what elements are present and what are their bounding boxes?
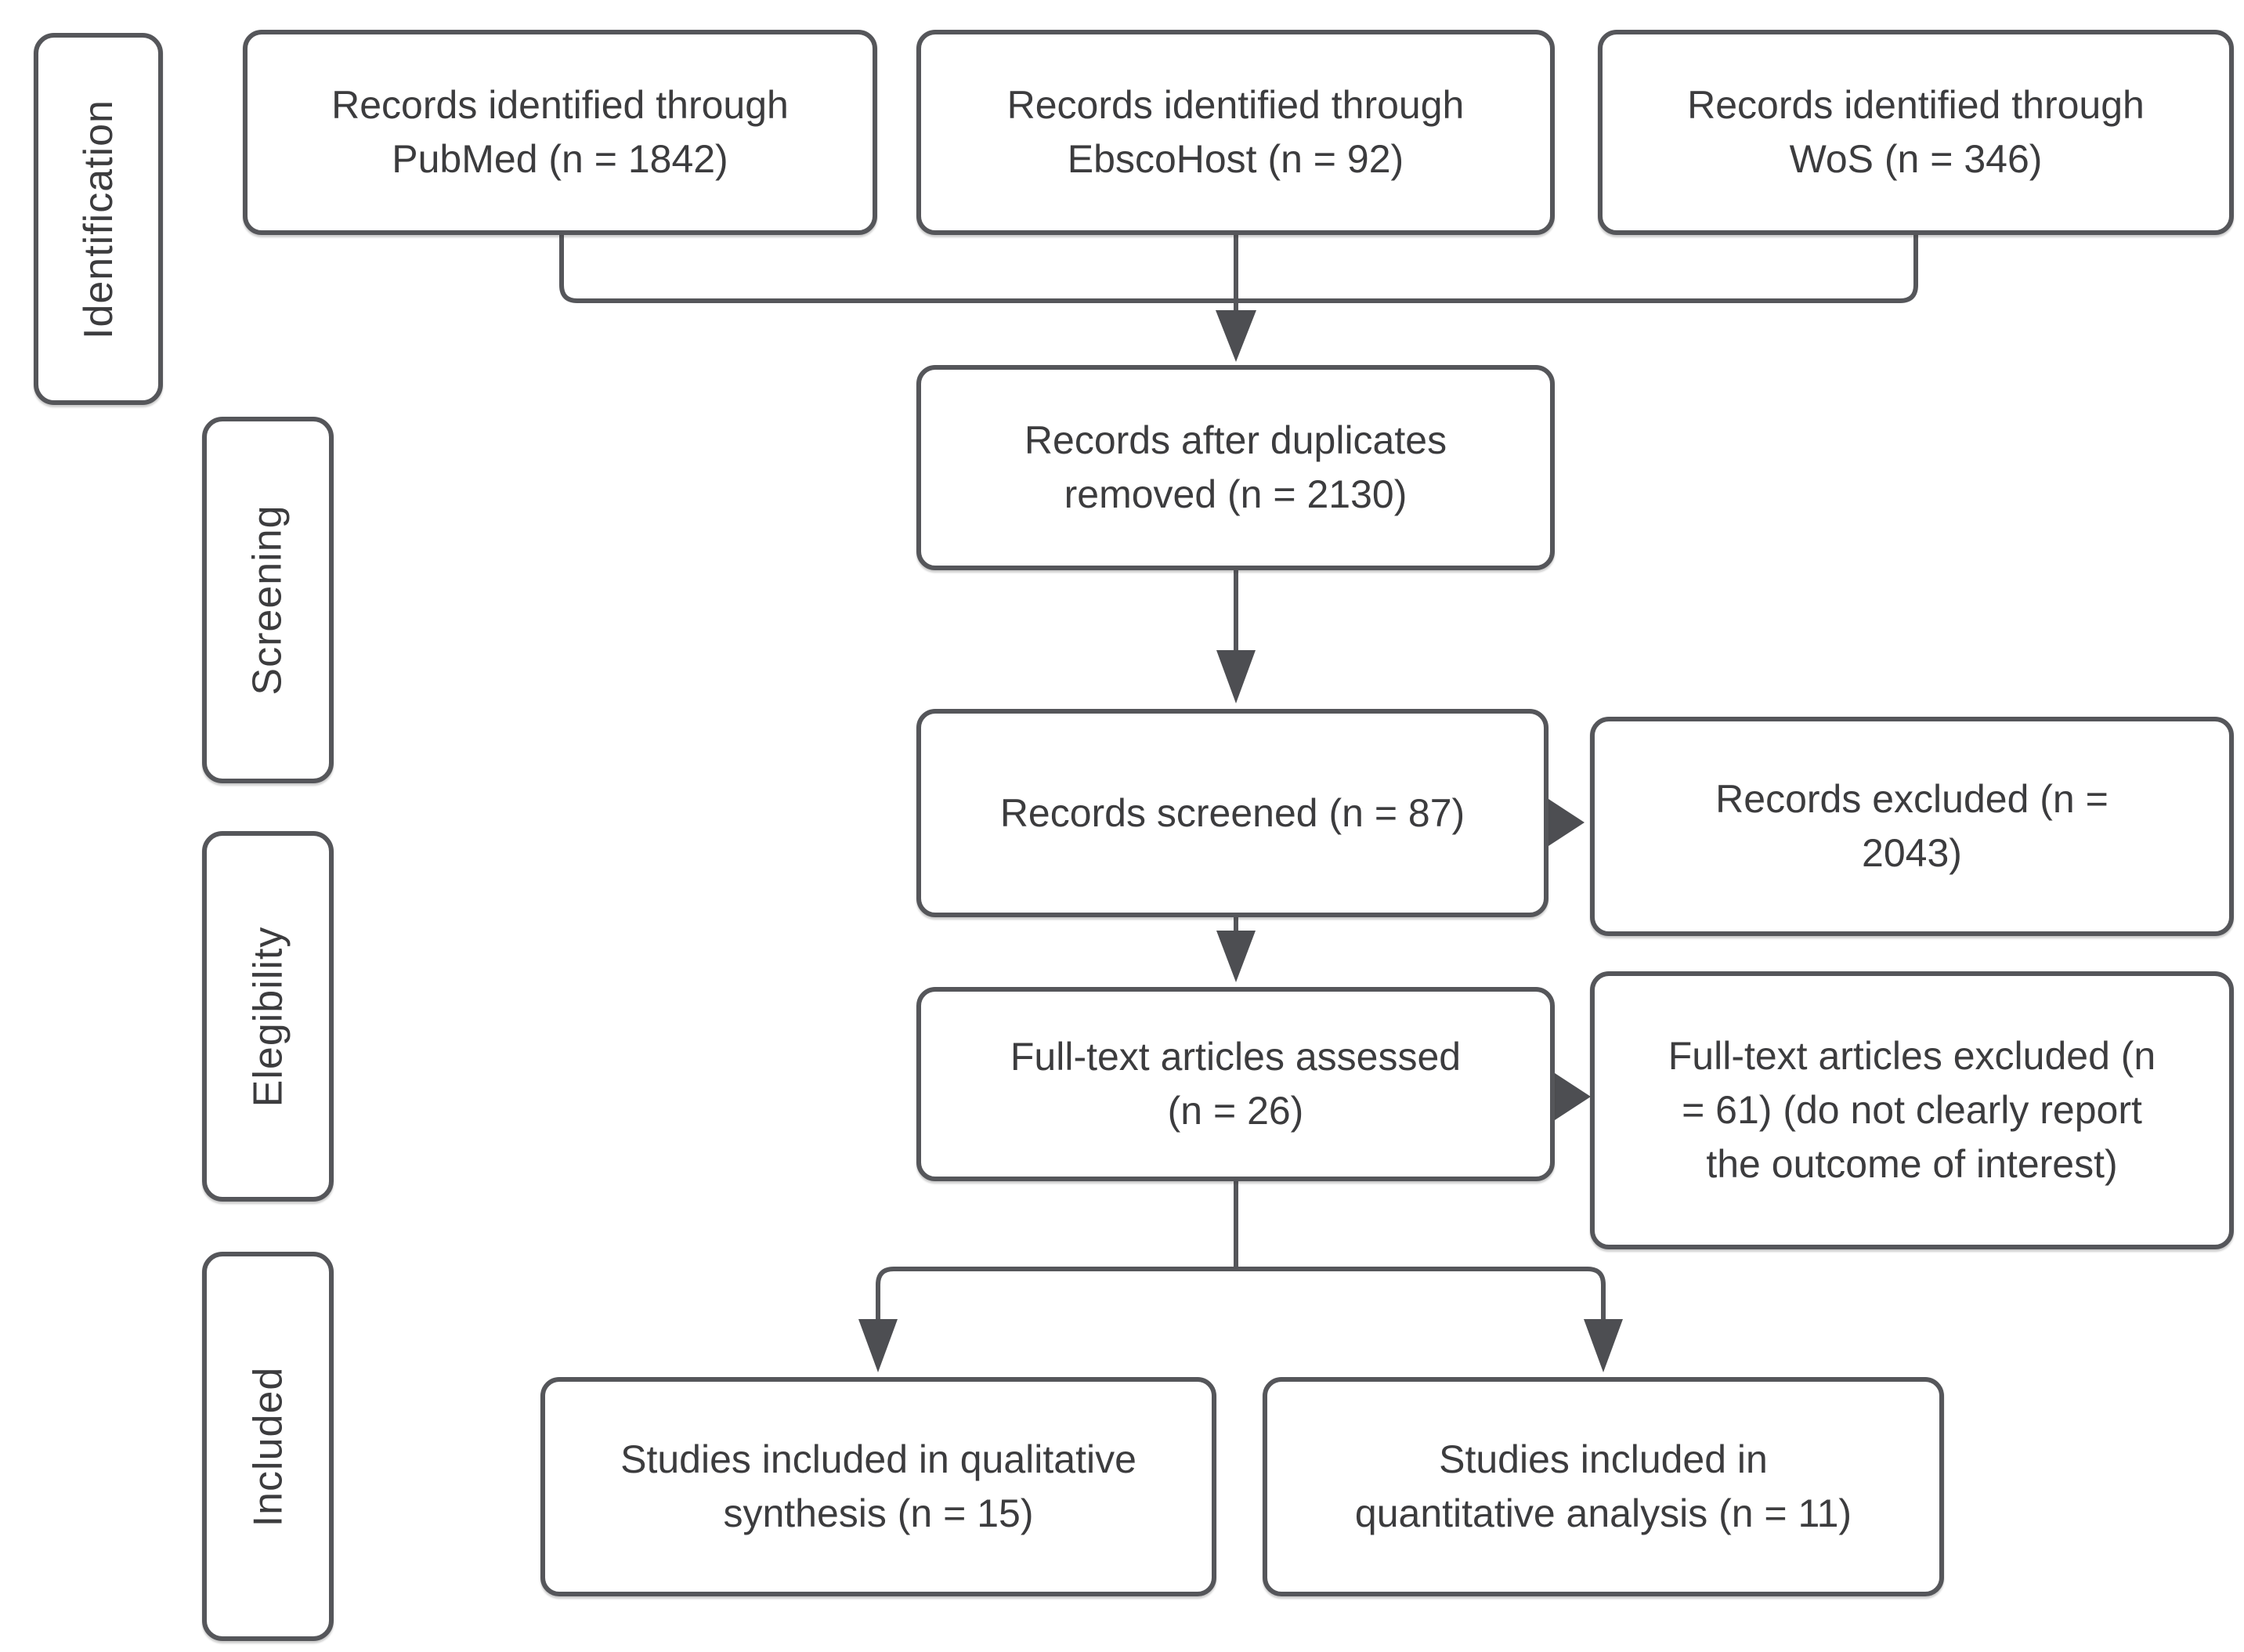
stage-label-text: Elegibility <box>245 926 291 1107</box>
stage-label-text: Screening <box>245 504 291 696</box>
stage-label-text: Identification <box>75 99 121 339</box>
arrowhead-right-icon <box>1548 799 1585 846</box>
box-records-screened: Records screened (n = 87) <box>916 709 1548 917</box>
box-text: Full-text articles excluded (n= 61) (do … <box>1668 1034 2156 1186</box>
arrowhead-down-icon <box>1584 1319 1623 1372</box>
box-fulltext-assessed: Full-text articles assessed(n = 26) <box>916 987 1555 1181</box>
branch-line <box>876 1267 1606 1324</box>
arrowhead-down-icon <box>1216 650 1256 703</box>
box-text: Records screened (n = 87) <box>999 790 1465 835</box>
merge-line <box>559 235 1918 303</box>
box-text: Records excluded (n =2043) <box>1715 777 2108 875</box>
stage-label-text: Included <box>245 1366 291 1527</box>
stage-label-identification: Identification <box>34 33 163 405</box>
arrowhead-right-icon <box>1555 1073 1591 1120</box>
box-fulltext-excluded: Full-text articles excluded (n= 61) (do … <box>1590 971 2234 1249</box>
arrowhead-down-icon <box>1216 931 1256 982</box>
arrowhead-down-icon <box>858 1319 898 1372</box>
box-text: Full-text articles assessed(n = 26) <box>1010 1035 1462 1133</box>
stage-label-included: Included <box>202 1252 334 1641</box>
stage-label-screening: Screening <box>202 417 334 783</box>
box-records-excluded: Records excluded (n =2043) <box>1590 717 2234 936</box>
arrowhead-down-icon <box>1216 310 1256 362</box>
stage-label-elegibility: Elegibility <box>202 831 334 1202</box>
